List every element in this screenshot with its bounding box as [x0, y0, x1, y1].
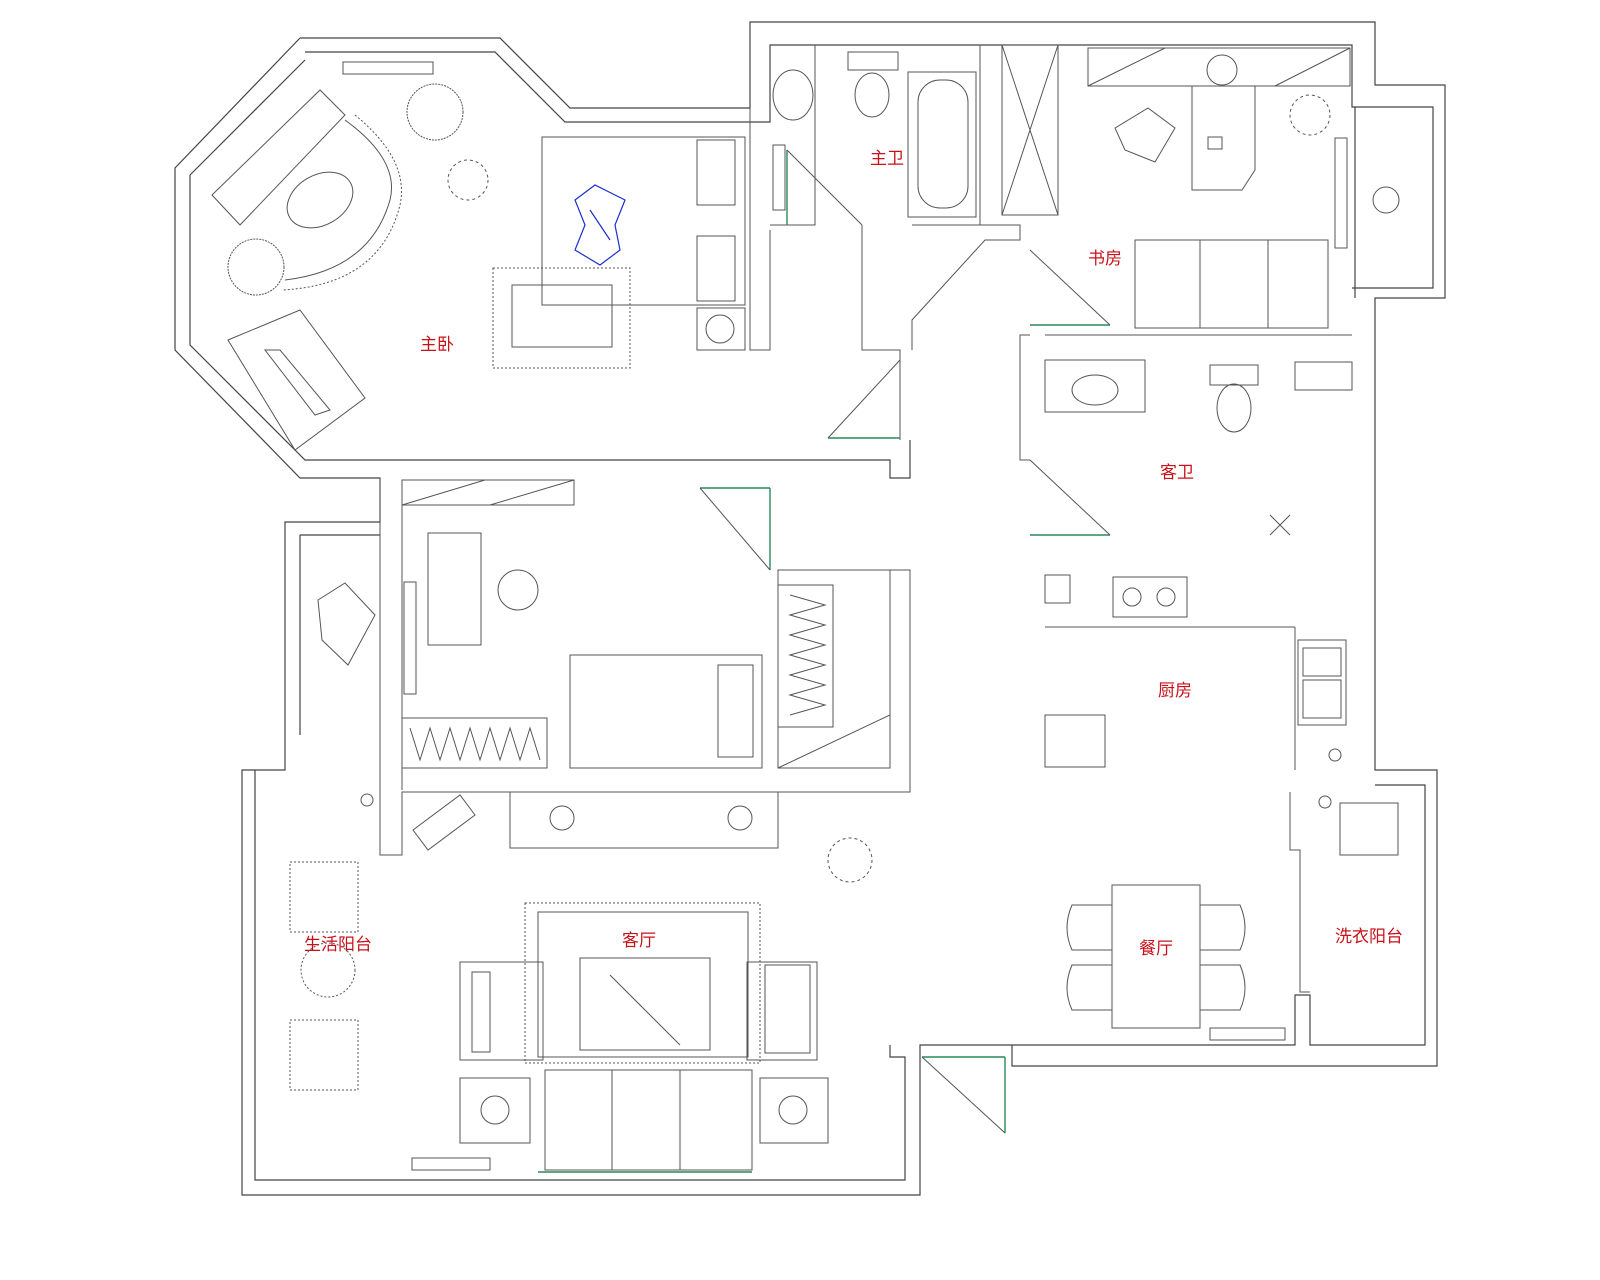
interior-walls [379, 45, 1352, 993]
label-laundry-balcony: 洗衣阳台 [1335, 927, 1403, 947]
doors [538, 149, 1111, 1173]
second-bedroom-furniture [317, 479, 891, 769]
label-service-balcony: 生活阳台 [304, 935, 372, 955]
label-master-bath: 主卫 [870, 149, 904, 169]
guest-bath-fixtures [1044, 359, 1353, 536]
label-guest-bath: 客卫 [1160, 463, 1194, 483]
living-room-furniture [411, 791, 873, 1171]
label-study: 书房 [1088, 249, 1122, 269]
label-dining-room: 餐厅 [1139, 939, 1173, 959]
service-balcony-items [289, 793, 374, 1091]
master-bath-fixtures [772, 44, 1059, 218]
dining-laundry-items [1066, 795, 1399, 1041]
master-bedroom-furniture [211, 61, 746, 451]
kitchen-fixtures [1044, 574, 1347, 770]
label-master-bedroom: 主卧 [420, 335, 454, 355]
study-furniture [1087, 47, 1400, 329]
room-labels: 主卧 主卫 书房 客卫 厨房 客厅 餐厅 生活阳台 洗衣阳台 [304, 149, 1403, 959]
label-living-room: 客厅 [622, 931, 656, 951]
label-kitchen: 厨房 [1158, 681, 1192, 701]
